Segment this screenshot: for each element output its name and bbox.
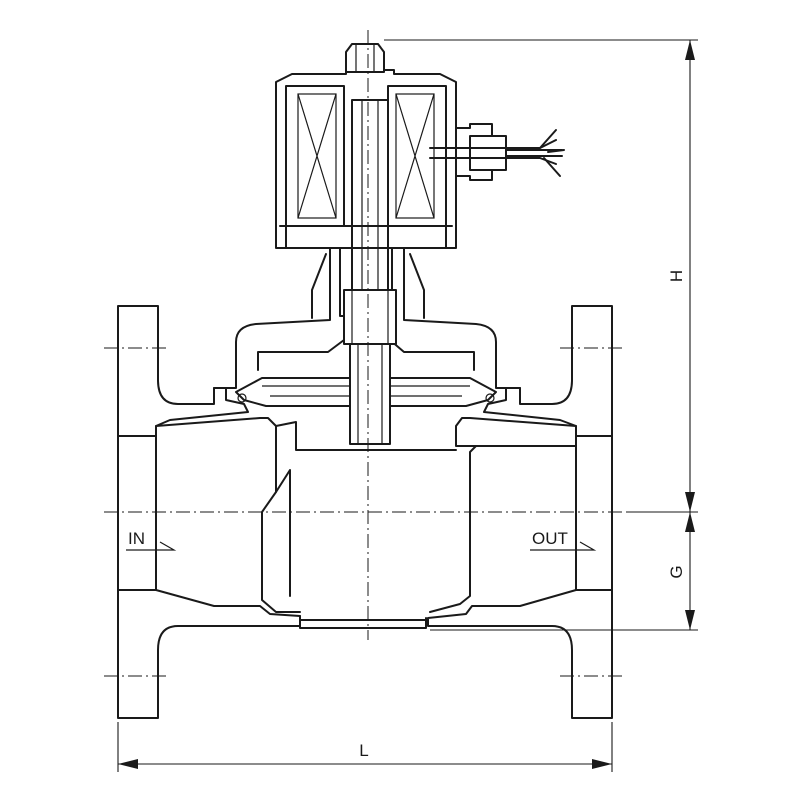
winding-cross-right <box>395 93 435 219</box>
core-tube <box>351 99 389 291</box>
stem-sleeve <box>343 289 397 345</box>
inlet-arrow <box>126 541 177 551</box>
top-nut <box>345 43 385 73</box>
coil-left <box>285 85 345 227</box>
inlet-label: IN <box>128 529 145 548</box>
coil-housing <box>275 69 457 249</box>
cable-gland <box>429 123 565 181</box>
coil-right <box>387 85 447 227</box>
winding-cross-left <box>297 93 337 219</box>
diaphragm <box>235 377 497 407</box>
height-label: H <box>667 270 686 282</box>
coil-base <box>279 225 453 249</box>
cable-wires <box>539 129 565 177</box>
solenoid-coil <box>275 43 457 249</box>
winding-right <box>395 93 435 219</box>
g-arrow-top <box>685 512 695 532</box>
height-arrow-bottom <box>685 492 695 512</box>
center-lines <box>104 30 640 677</box>
length-arrow-left <box>118 759 138 769</box>
winding-left <box>297 93 337 219</box>
bottom-wall <box>299 615 429 629</box>
g-label: G <box>667 565 686 578</box>
plunger-body <box>349 343 391 445</box>
chamber-partition <box>275 421 457 597</box>
length-arrow-right <box>592 759 612 769</box>
gland-nut <box>469 135 507 171</box>
outlet-arrow <box>530 541 597 551</box>
dimension-lines: H G L <box>117 39 698 772</box>
bolt-right <box>485 393 495 403</box>
flow-labels: IN OUT <box>126 529 597 551</box>
outlet-label: OUT <box>532 529 568 548</box>
guide-tube <box>311 253 425 319</box>
top-nut-line <box>355 44 375 72</box>
flow-passage <box>155 417 577 613</box>
length-label: L <box>359 741 368 760</box>
bolt-left <box>237 393 247 403</box>
valve-body <box>117 305 613 719</box>
height-arrow-top <box>685 40 695 60</box>
g-arrow-bottom <box>685 610 695 630</box>
